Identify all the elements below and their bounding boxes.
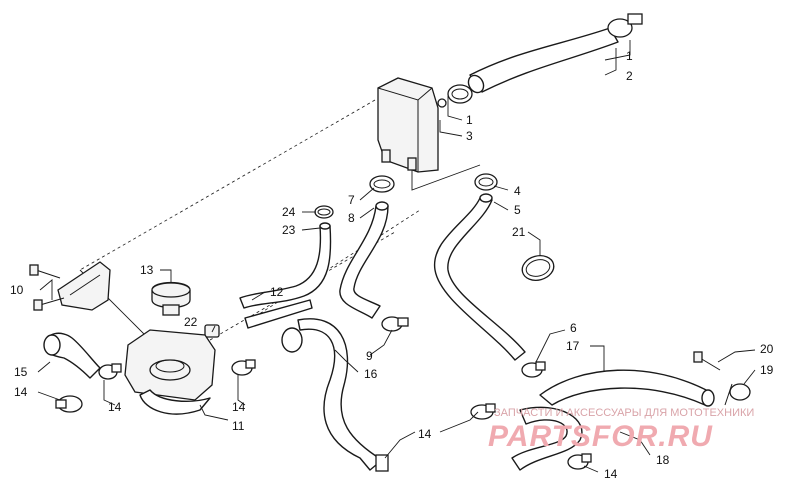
hose-vent bbox=[239, 222, 332, 309]
mounting-bracket bbox=[57, 261, 111, 311]
hose-elbow bbox=[43, 332, 101, 379]
callout-number: 3 bbox=[466, 129, 473, 143]
coolant-reservoir bbox=[377, 77, 447, 173]
hose-clamp bbox=[98, 363, 122, 380]
callout-number: 7 bbox=[348, 193, 355, 207]
watermark-logo: PARTSFOR.RU bbox=[488, 420, 713, 453]
hose-reservoir-outlet bbox=[339, 201, 389, 319]
hose-clamp bbox=[521, 255, 555, 281]
callout-number: 11 bbox=[232, 419, 245, 433]
callout-number: 21 bbox=[512, 225, 526, 239]
callout-number: 2 bbox=[626, 69, 633, 83]
callout-number: 19 bbox=[760, 363, 774, 377]
reference-line bbox=[79, 99, 376, 271]
hose-overflow bbox=[434, 193, 526, 361]
callout-number: 14 bbox=[108, 400, 122, 414]
callout-number: 4 bbox=[514, 184, 521, 198]
callout-number: 1 bbox=[466, 113, 473, 127]
hose-clamp bbox=[231, 359, 256, 376]
hose-clamp bbox=[314, 205, 334, 219]
hose-clamp bbox=[521, 361, 546, 378]
bolt-icon bbox=[33, 297, 65, 311]
callout-number: 17 bbox=[566, 339, 580, 353]
callout-number: 8 bbox=[348, 211, 355, 225]
hose-clamp bbox=[375, 454, 389, 472]
callout-number: 12 bbox=[270, 285, 284, 299]
callout-number: 1 bbox=[626, 49, 633, 63]
hose-clamp bbox=[381, 316, 409, 332]
hose-clamp bbox=[567, 453, 592, 470]
callout-number: 18 bbox=[656, 453, 670, 467]
bolt-icon bbox=[693, 351, 721, 371]
callout-number: 14 bbox=[14, 385, 28, 399]
hose-lower-long bbox=[281, 318, 383, 471]
callout-number: 15 bbox=[14, 365, 28, 379]
hose-clamp bbox=[55, 395, 83, 413]
callout-number: 22 bbox=[184, 315, 198, 329]
callout-number: 10 bbox=[10, 283, 24, 297]
bolt-icon bbox=[29, 264, 61, 279]
callout-number: 9 bbox=[366, 349, 373, 363]
callout-number: 20 bbox=[760, 342, 774, 356]
hose-clamp bbox=[474, 173, 498, 191]
reference-line bbox=[249, 209, 421, 321]
callout-number: 14 bbox=[604, 467, 618, 481]
callout-number: 6 bbox=[570, 321, 577, 335]
hose-small bbox=[244, 299, 313, 329]
callout-number: 5 bbox=[514, 203, 521, 217]
hose-right-lower bbox=[511, 369, 715, 471]
reference-line bbox=[411, 164, 481, 191]
filler-neck-tank bbox=[124, 329, 216, 415]
hose-clamp bbox=[470, 403, 496, 420]
hose-clamp bbox=[607, 13, 643, 38]
callout-number: 13 bbox=[140, 263, 154, 277]
hose-clamp bbox=[369, 175, 395, 193]
callout-number: 14 bbox=[232, 400, 246, 414]
hose-upper bbox=[467, 27, 619, 94]
callout-number: 23 bbox=[282, 223, 296, 237]
watermark-caption: ЗАПЧАСТИ И АКСЕССУАРЫ ДЛЯ МОТОТЕХНИКИ bbox=[494, 407, 754, 419]
filler-cap bbox=[151, 281, 191, 316]
hose-clip bbox=[724, 383, 751, 406]
callout-number: 16 bbox=[364, 367, 378, 381]
callout-number: 24 bbox=[282, 205, 296, 219]
hose-clamp bbox=[447, 84, 473, 104]
callout-number: 14 bbox=[418, 427, 432, 441]
